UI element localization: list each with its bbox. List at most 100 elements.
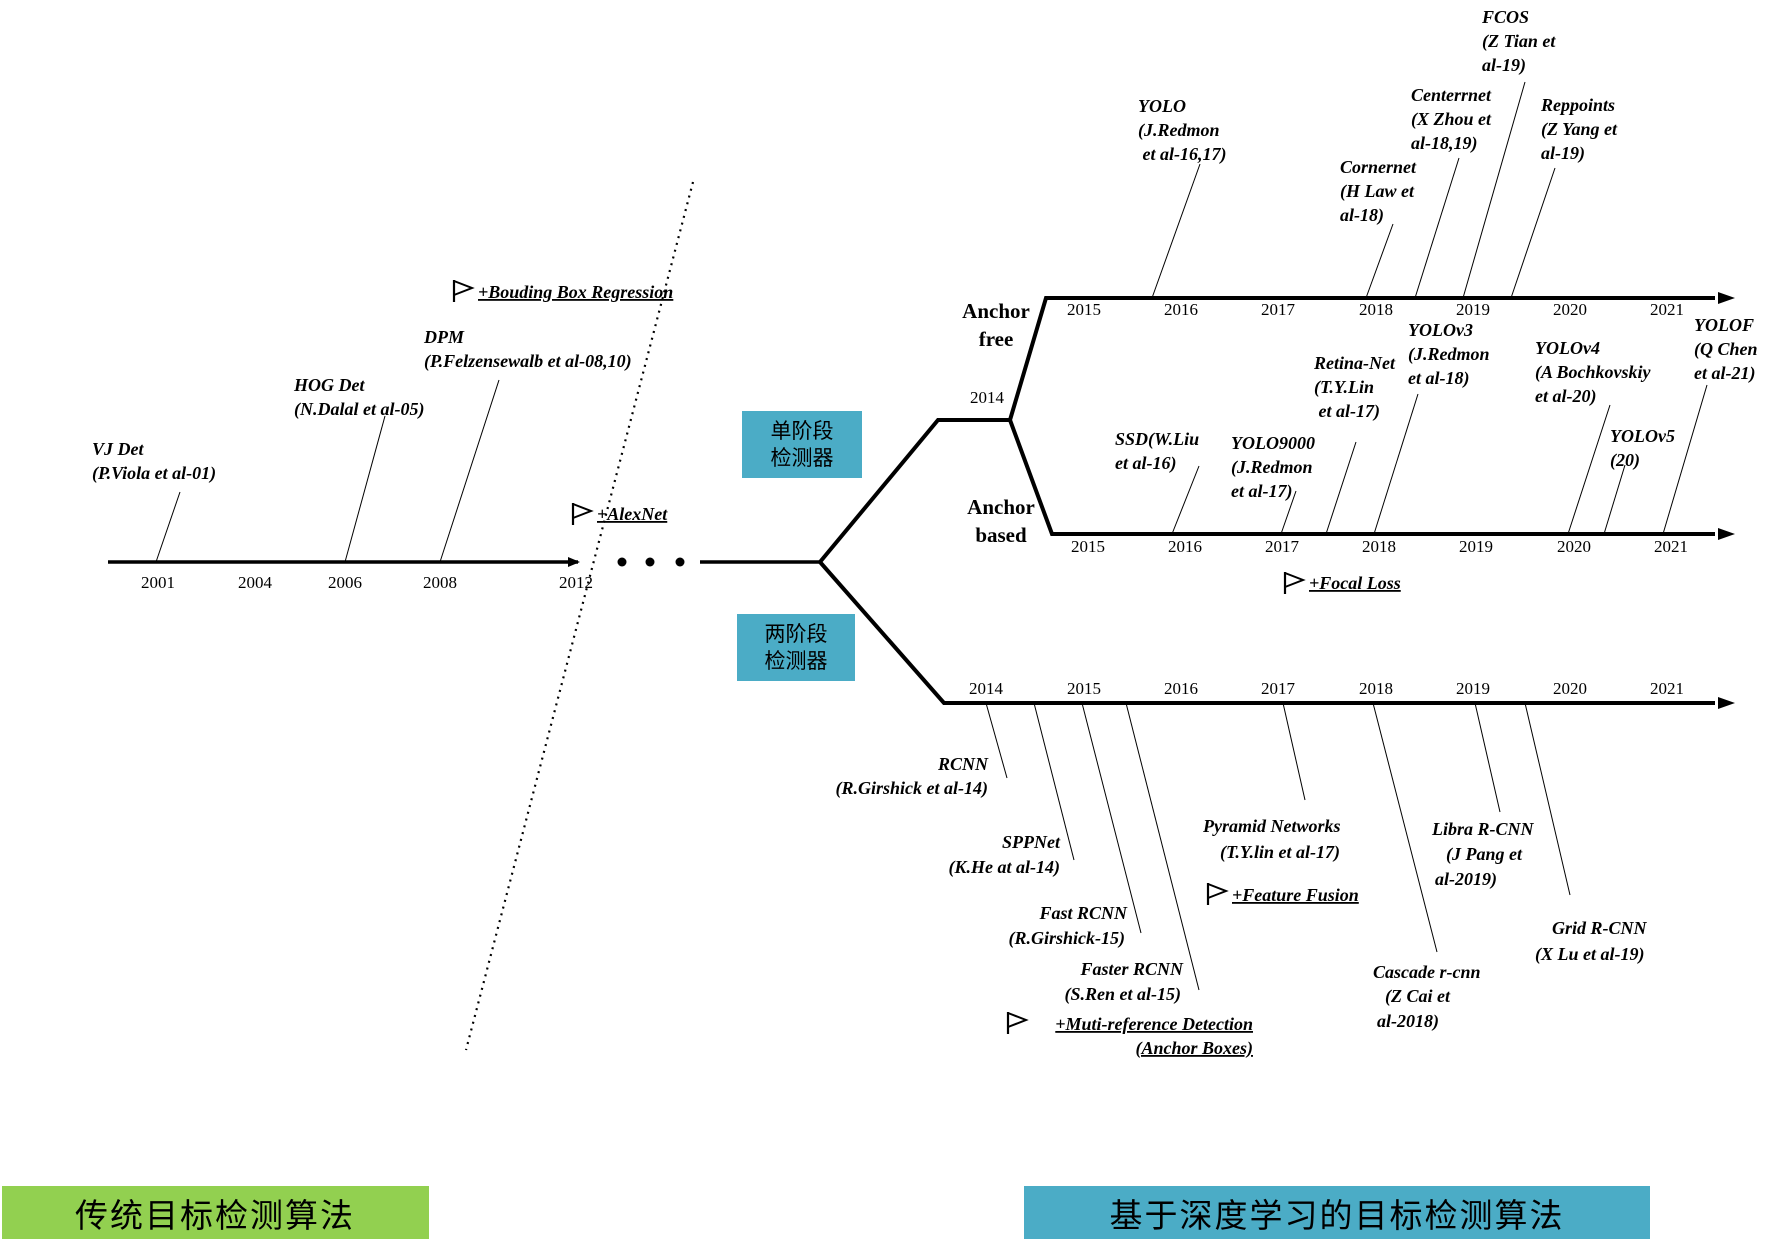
leader-line (1474, 702, 1501, 813)
method-retinanet: (T.Y.Lin (1314, 377, 1374, 398)
leader-line (1171, 465, 1200, 535)
year-label: 2021 (1654, 537, 1688, 556)
method-centernet: (X Zhou et (1411, 109, 1492, 130)
method-rcnn: (R.Girshick et al-14) (836, 778, 989, 799)
leader-line (1662, 384, 1708, 535)
method-fpn: (T.Y.lin et al-17) (1220, 842, 1340, 863)
method-sppnet: SPPNet (1002, 832, 1061, 852)
method-centernet: al-18,19) (1411, 133, 1478, 154)
year-label: 2004 (238, 573, 273, 592)
method-fast-rcnn: (R.Girshick-15) (1009, 928, 1126, 949)
traditional-banner (2, 1186, 429, 1239)
method-ssd: SSD(W.Liu (1115, 429, 1199, 450)
leader-line (1372, 702, 1438, 953)
method-rcnn: RCNN (937, 754, 989, 774)
method-name-dpm: DPM (423, 327, 465, 347)
flag-icon (452, 278, 474, 304)
two-stage-label-1: 两阶段 (765, 622, 828, 646)
anchor-free-label-1: Anchor (962, 299, 1030, 323)
method-retinanet: et al-17) (1314, 401, 1380, 422)
milestone-feature-fusion: +Feature Fusion (1232, 885, 1359, 905)
year-label: 2017 (1265, 537, 1300, 556)
year-label: 2018 (1362, 537, 1396, 556)
leader-line (1414, 157, 1460, 299)
year-label: 2001 (141, 573, 175, 592)
milestone-bbox-regression: +Bouding Box Regression (478, 282, 673, 302)
anchor-based-label-1: Anchor (967, 495, 1035, 519)
method-yolov4: (A Bochkovskiy (1535, 362, 1652, 383)
year-label: 2018 (1359, 300, 1393, 319)
flag-icon (1006, 1010, 1028, 1036)
method-author-vj: (P.Viola et al-01) (92, 463, 216, 484)
method-cascade-rcnn: al-2018) (1377, 1011, 1439, 1032)
method-yolo9000: YOLO9000 (1231, 433, 1315, 453)
method-yolov4: et al-20) (1535, 386, 1596, 407)
method-cornernet: Cornernet (1340, 157, 1417, 177)
method-libra-rcnn: al-2019) (1435, 869, 1497, 890)
leader-line (1325, 441, 1357, 535)
flag-icon (1283, 570, 1305, 596)
method-reppoints: Reppoints (1540, 95, 1615, 115)
method-yolov5: (20) (1610, 450, 1640, 471)
year-label: 2017 (1261, 300, 1296, 319)
leader-line (1462, 81, 1526, 299)
leader-line (1567, 404, 1611, 535)
leader-line (1365, 223, 1394, 299)
leader-line (1603, 464, 1626, 535)
year-label: 2019 (1456, 679, 1490, 698)
two-stage-label-2: 检测器 (765, 649, 828, 673)
method-ssd: et al-16) (1115, 453, 1176, 474)
flag-icon (1206, 881, 1228, 907)
year-label: 2014 (969, 679, 1004, 698)
year-label: 2020 (1553, 679, 1587, 698)
leader-line (1373, 393, 1419, 535)
method-faster-rcnn: (S.Ren et al-15) (1065, 984, 1182, 1005)
single-stage-box (742, 411, 862, 478)
year-label: 2020 (1553, 300, 1587, 319)
method-yolov3: et al-18) (1408, 368, 1469, 389)
method-yolof: YOLOF (1694, 315, 1754, 335)
traditional-banner-label: 传统目标检测算法 (75, 1196, 355, 1235)
method-fcos: al-19) (1482, 55, 1526, 76)
single-stage-label-1: 单阶段 (771, 419, 834, 443)
method-yolov4: YOLOv4 (1535, 338, 1600, 358)
method-yolo: (J.Redmon (1138, 120, 1220, 141)
year-label: 2015 (1067, 679, 1101, 698)
method-name-hog: HOG Det (293, 375, 365, 395)
year-label: 2016 (1168, 537, 1202, 556)
method-yolof: (Q Chen (1694, 339, 1758, 360)
method-cascade-rcnn: Cascade r-cnn (1373, 962, 1481, 982)
year-label: 2015 (1071, 537, 1105, 556)
method-yolov5: YOLOv5 (1610, 426, 1675, 446)
method-author-dpm: (P.Felzensewalb et al-08,10) (424, 351, 632, 372)
milestone-focal-loss: +Focal Loss (1309, 573, 1401, 593)
year-label: 2018 (1359, 679, 1393, 698)
milestone-alexnet: +AlexNet (597, 504, 668, 524)
year-label: 2016 (1164, 300, 1198, 319)
year-label: 2020 (1557, 537, 1591, 556)
leader-line (985, 702, 1008, 779)
anchor-free-label-2: free (979, 327, 1014, 351)
year-label: 2015 (1067, 300, 1101, 319)
year-label: 2012 (559, 573, 593, 592)
method-reppoints: (Z Yang et (1541, 119, 1618, 140)
method-name-vj: VJ Det (92, 439, 144, 459)
flag-icon (571, 501, 593, 527)
method-yolo9000: et al-17) (1231, 481, 1292, 502)
two-stage-years: 2014 2015 2016 2017 2018 2019 2020 2021 (969, 679, 1684, 698)
year-label: 2016 (1164, 679, 1198, 698)
branch-year: 2014 (970, 388, 1005, 407)
method-fast-rcnn: Fast RCNN (1038, 903, 1128, 923)
leader-line (1151, 163, 1201, 299)
two-stage-box (737, 614, 855, 681)
era-divider (464, 181, 695, 1051)
milestone-anchor-boxes: (Anchor Boxes) (1135, 1038, 1253, 1059)
year-label: 2006 (328, 573, 362, 592)
leader-line (1125, 702, 1200, 991)
method-libra-rcnn: Libra R-CNN (1431, 819, 1535, 839)
method-fcos: (Z Tian et (1482, 31, 1556, 52)
method-yolo: YOLO (1138, 96, 1186, 116)
method-grid-rcnn: Grid R-CNN (1552, 918, 1648, 938)
leader-line (1510, 167, 1556, 299)
